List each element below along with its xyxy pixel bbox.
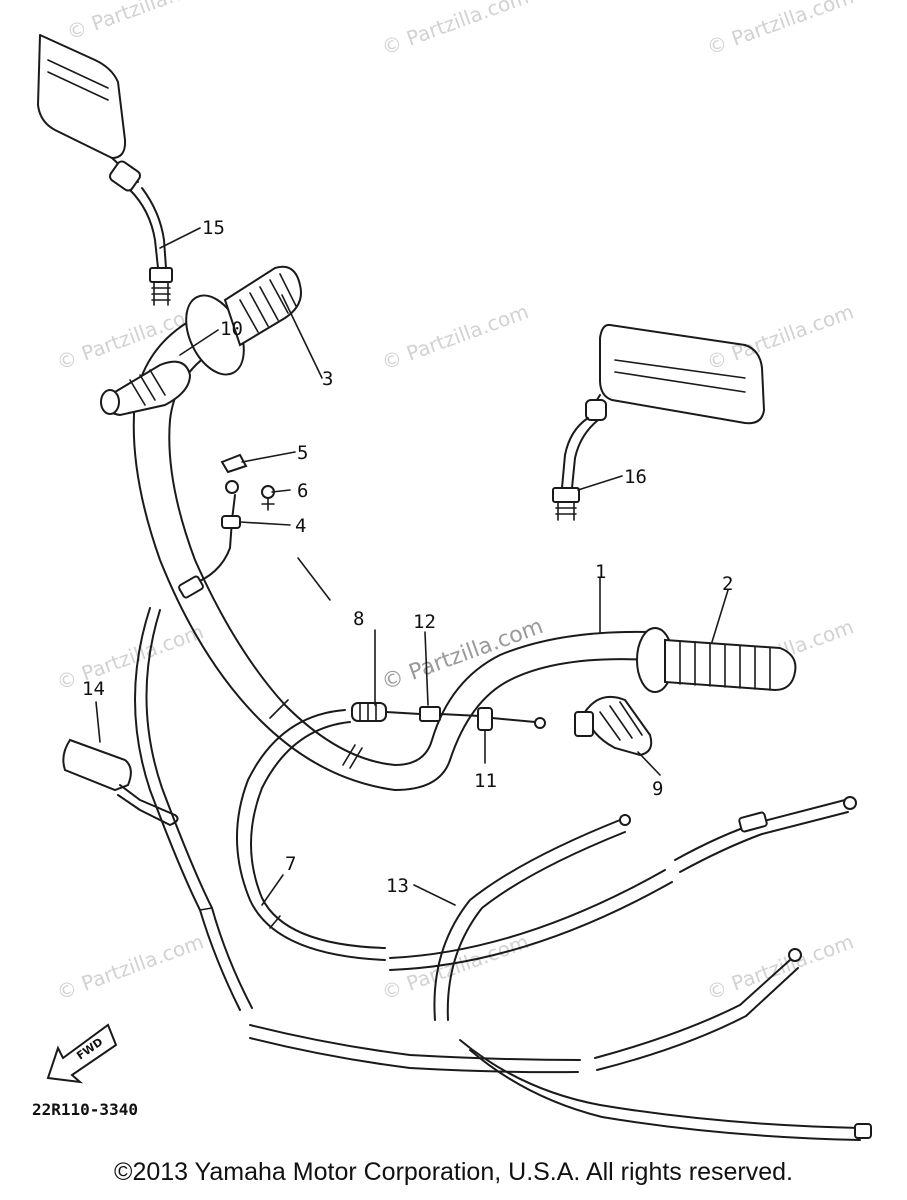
handlebar-cable-diagram: © Partzilla.com © Partzilla.com © Partzi… <box>32 0 872 1141</box>
left-grip <box>185 265 302 376</box>
watermark: © Partzilla.com <box>64 0 217 45</box>
watermark: © Partzilla.com <box>54 619 207 694</box>
callout-numbers: 1 2 3 4 5 6 7 8 9 10 11 12 13 14 15 16 <box>82 217 733 897</box>
watermark: © Partzilla.com <box>379 299 532 374</box>
left-lever-holder <box>100 360 192 417</box>
callout-2: 2 <box>722 573 733 595</box>
left-cable <box>134 607 581 1074</box>
callout-7: 7 <box>285 853 296 875</box>
right-lever-holder <box>574 696 653 757</box>
callout-9: 9 <box>652 778 663 800</box>
left-mirror <box>37 34 173 306</box>
watermark: © Partzilla.com <box>379 0 532 60</box>
watermark: © Partzilla.com <box>379 929 532 1004</box>
watermark: © Partzilla.com <box>704 0 857 60</box>
watermark: © Partzilla.com <box>704 929 857 1004</box>
cable-13 <box>433 814 631 1021</box>
callout-1: 1 <box>595 561 606 583</box>
callout-11: 11 <box>474 770 497 792</box>
callout-6: 6 <box>297 480 308 502</box>
small-parts <box>178 453 275 599</box>
callout-16: 16 <box>624 466 647 488</box>
throttle-cable <box>236 709 673 971</box>
callout-5: 5 <box>297 442 308 464</box>
callout-10: 10 <box>220 318 243 340</box>
callout-15: 15 <box>202 217 225 239</box>
drawing-code: 22R110-3340 <box>32 1100 138 1119</box>
cable-adjuster <box>351 702 546 731</box>
leader-lines <box>95 227 729 906</box>
callout-8: 8 <box>353 608 364 630</box>
right-mirror <box>552 323 765 521</box>
right-grip <box>636 627 797 693</box>
callout-3: 3 <box>322 368 333 390</box>
watermark: © Partzilla.com <box>54 929 207 1004</box>
fwd-arrow: FWD <box>46 1023 118 1084</box>
callout-4: 4 <box>295 515 306 537</box>
watermark: © Partzilla.com <box>704 299 857 374</box>
callout-13: 13 <box>386 875 409 897</box>
callout-12: 12 <box>413 611 436 633</box>
handlebar <box>132 317 651 791</box>
handlebar-switch <box>62 738 179 826</box>
copyright-notice: ©2013 Yamaha Motor Corporation, U.S.A. A… <box>114 1158 793 1186</box>
right-cables <box>459 796 872 1141</box>
callout-14: 14 <box>82 678 105 700</box>
